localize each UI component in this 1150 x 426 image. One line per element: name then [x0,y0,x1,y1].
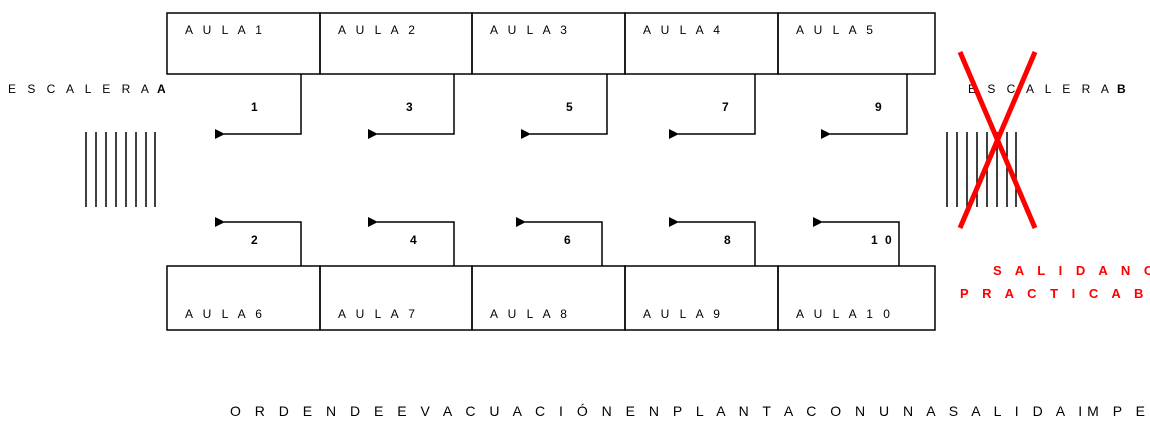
order-number: 2 [251,233,260,247]
classroom-label: A U L A 1 [185,23,265,37]
evacuation-arrow [215,217,302,266]
evacuation-arrow [521,74,608,139]
order-number: 1 [251,100,260,114]
classroom-label: A U L A 8 [490,307,570,321]
blocked-exit-cross-icon [957,51,1038,229]
order-number: 4 [410,233,419,247]
evacuation-arrow [215,74,302,139]
staircase-b-steps [946,132,1017,207]
evacuation-arrow [368,74,455,139]
evacuation-arrow [821,74,908,139]
bottom-evacuation-paths [215,217,900,266]
order-number: 3 [406,100,415,114]
evacuation-arrow [368,217,455,266]
evacuation-arrow [516,217,603,266]
bottom-classroom-row: A U L A 6 A U L A 7 A U L A 8 A U L A 9 … [166,265,936,331]
classroom-label: A U L A 1 0 [796,307,893,321]
classroom-label: A U L A 6 [185,307,265,321]
blocked-exit-line1: S A L I D A N O [993,263,1150,278]
order-number: 5 [566,100,575,114]
order-number: 6 [564,233,573,247]
classroom-label: A U L A 9 [643,307,723,321]
evacuation-arrow [813,217,900,266]
order-number: 8 [724,233,733,247]
blocked-exit-line2: P R A C T I C A B L E [960,286,1150,301]
evacuation-order-numbers: 1 3 5 7 9 2 4 6 8 1 0 [251,100,894,247]
top-classroom-row: A U L A 1 A U L A 2 A U L A 3 A U L A 4 … [166,12,936,75]
order-number: 7 [722,100,731,114]
classroom-label: A U L A 5 [796,23,876,37]
classroom-box [777,265,936,331]
evacuation-arrow [669,74,756,139]
classroom-box [777,12,936,75]
staircase-a-steps [85,132,156,207]
classroom-label: A U L A 3 [490,23,570,37]
classroom-label: A U L A 4 [643,23,723,37]
classroom-label: A U L A 2 [338,23,418,37]
top-evacuation-paths [215,74,908,139]
classroom-label: A U L A 7 [338,307,418,321]
order-number: 1 0 [871,233,894,247]
blocked-exit-warning: S A L I D A N O P R A C T I C A B L E [960,263,1150,301]
evacuation-arrow [669,217,756,266]
order-number: 9 [875,100,884,114]
diagram-caption: O R D E N D E E V A C U A C I Ó N E N P … [230,403,1150,419]
